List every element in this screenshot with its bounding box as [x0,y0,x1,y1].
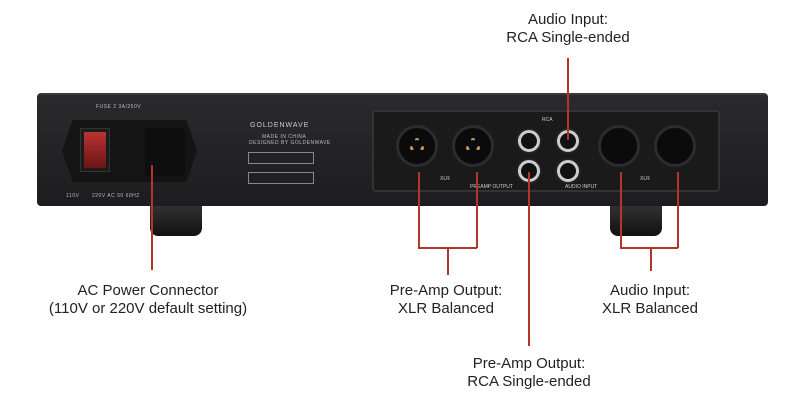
power-switch [80,128,110,172]
input-xlr-line-l [677,172,679,248]
preamp-xlr-line-l [476,172,478,248]
callout-subtitle: XLR Balanced [602,300,698,317]
right-foot [610,204,662,236]
ac-callout-line [151,165,153,270]
callout-subtitle: RCA Single-ended [467,373,591,390]
ac-power-callout: AC Power Connector(110V or 220V default … [49,282,247,318]
preamp-xlr-callout: Pre-Amp Output:XLR Balanced [390,282,503,318]
spec-sticker [248,152,314,164]
preamp-output-label: PREAMP OUTPUT [470,184,513,190]
left-foot [150,204,202,236]
preamp-xlr-left [452,125,494,167]
input-xlr-join [620,247,678,249]
brand-logo: GOLDENWAVE [250,122,310,129]
designed-by-label: DESIGNED BY GOLDENWAVE [249,140,331,146]
preamp-xlr-label: XLR [440,176,450,182]
warning-sticker [248,172,314,184]
input-rca-left [557,160,579,182]
input-xlr-label: XLR [640,176,650,182]
voltage-220-label: 220V AC 50 60HZ [92,193,140,199]
input-rca-callout-line [567,58,569,140]
preamp-xlr-stem [447,247,449,275]
rca-label: RCA [542,117,553,123]
audio-input-label: AUDIO INPUT [565,184,598,190]
callout-title: Audio Input: [527,11,609,28]
made-in-label: MADE IN CHINA [262,134,307,140]
audio-input-rca-callout: Audio Input:RCA Single-ended [506,11,629,47]
audio-input-xlr-callout: Audio Input:XLR Balanced [602,282,698,318]
callout-subtitle: RCA Single-ended [506,29,630,46]
fuse-label: FUSE 2 3A/250V [96,104,142,110]
callout-subtitle: XLR Balanced [398,300,494,317]
callout-subtitle: (110V or 220V default setting) [48,300,248,317]
callout-title: Pre-Amp Output: [389,282,503,299]
preamp-xlr-right [396,125,438,167]
preamp-xlr-line-r [418,172,420,248]
voltage-110-label: 110V [66,193,80,199]
input-xlr-stem [650,247,652,271]
preamp-rca-callout: Pre-Amp Output:RCA Single-ended [467,355,590,391]
callout-title: Pre-Amp Output: [472,355,586,372]
input-xlr-left [654,125,696,167]
input-xlr-right [598,125,640,167]
callout-title: Audio Input: [609,282,691,299]
preamp-rca-callout-line [528,172,530,346]
input-xlr-line-r [620,172,622,248]
preamp-rca-right [518,130,540,152]
callout-title: AC Power Connector [77,282,219,299]
